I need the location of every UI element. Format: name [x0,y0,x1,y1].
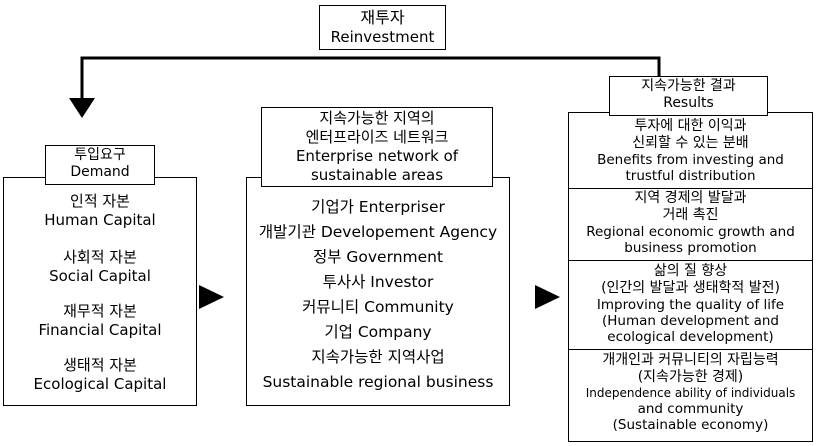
network-item-government: 정부 Government [312,248,444,266]
network-item-community: 커뮤니티 Community [302,298,454,316]
network-header-box: 지속가능한 지역의 엔터프라이즈 네트워크 Enterprise network… [261,107,493,187]
network-item-company: 기업 Company [324,323,432,341]
reinvestment-loop-line [80,56,661,100]
reinvestment-box: 재투자 Reinvestment [319,5,446,50]
result-item-benefits: 투자에 대한 이익과 신뢰할 수 있는 분배 Benefits from inv… [597,118,784,184]
network-header-en-2: sustainable areas [310,166,444,184]
result-item-independence: 개개인과 커뮤니티의 자립능력 (지속가능한 경제) Independence … [569,349,812,440]
results-header-en: Results [663,95,714,111]
network-item-development-agency: 개발기관 Developement Agency [258,223,498,241]
demand-item-social: 사회적 자본 Social Capital [49,248,151,285]
reinvestment-arrowhead [69,98,95,118]
network-item-regional-business-ko: 지속가능한 지역사업 [311,348,445,366]
network-item-enterpriser: 기업가 Enterpriser [311,198,445,216]
demand-item-human: 인적 자본 Human Capital [44,192,156,229]
network-panel: 기업가 Enterpriser 개발기관 Developement Agency… [246,177,510,406]
results-header-ko: 지속가능한 결과 [641,78,736,94]
demand-item-financial: 재무적 자본 Financial Capital [38,302,162,339]
demand-item-ecological: 생태적 자본 Ecological Capital [33,356,167,393]
network-item-regional-business-en: Sustainable regional business [262,373,494,391]
network-header-ko-1: 지속가능한 지역의 [319,109,435,127]
reinvestment-label-en: Reinvestment [330,28,435,46]
demand-header-box: 투입요구 Demand [45,145,155,185]
reinvestment-label-ko: 재투자 [360,8,405,27]
network-header-en-1: Enterprise network of [295,147,459,165]
demand-panel: 인적 자본 Human Capital 사회적 자본 Social Capita… [3,177,197,406]
demand-header-en: Demand [70,164,130,180]
results-panel: 투자에 대한 이익과 신뢰할 수 있는 분배 Benefits from inv… [568,112,813,442]
flow-arrow-network-to-results [535,285,560,309]
demand-header-ko: 투입요구 [74,147,126,163]
network-header-ko-2: 엔터프라이즈 네트워크 [305,128,449,146]
flow-arrow-demand-to-network [199,285,224,309]
result-item-regional-growth: 지역 경제의 발달과 거래 촉진 Regional economic growt… [569,188,812,260]
result-item-quality-of-life: 삶의 질 향상 (인간의 발달과 생태학적 발전) Improving the … [569,260,812,349]
results-header-box: 지속가능한 결과 Results [609,76,768,116]
network-item-investor: 투사사 Investor [322,273,434,291]
